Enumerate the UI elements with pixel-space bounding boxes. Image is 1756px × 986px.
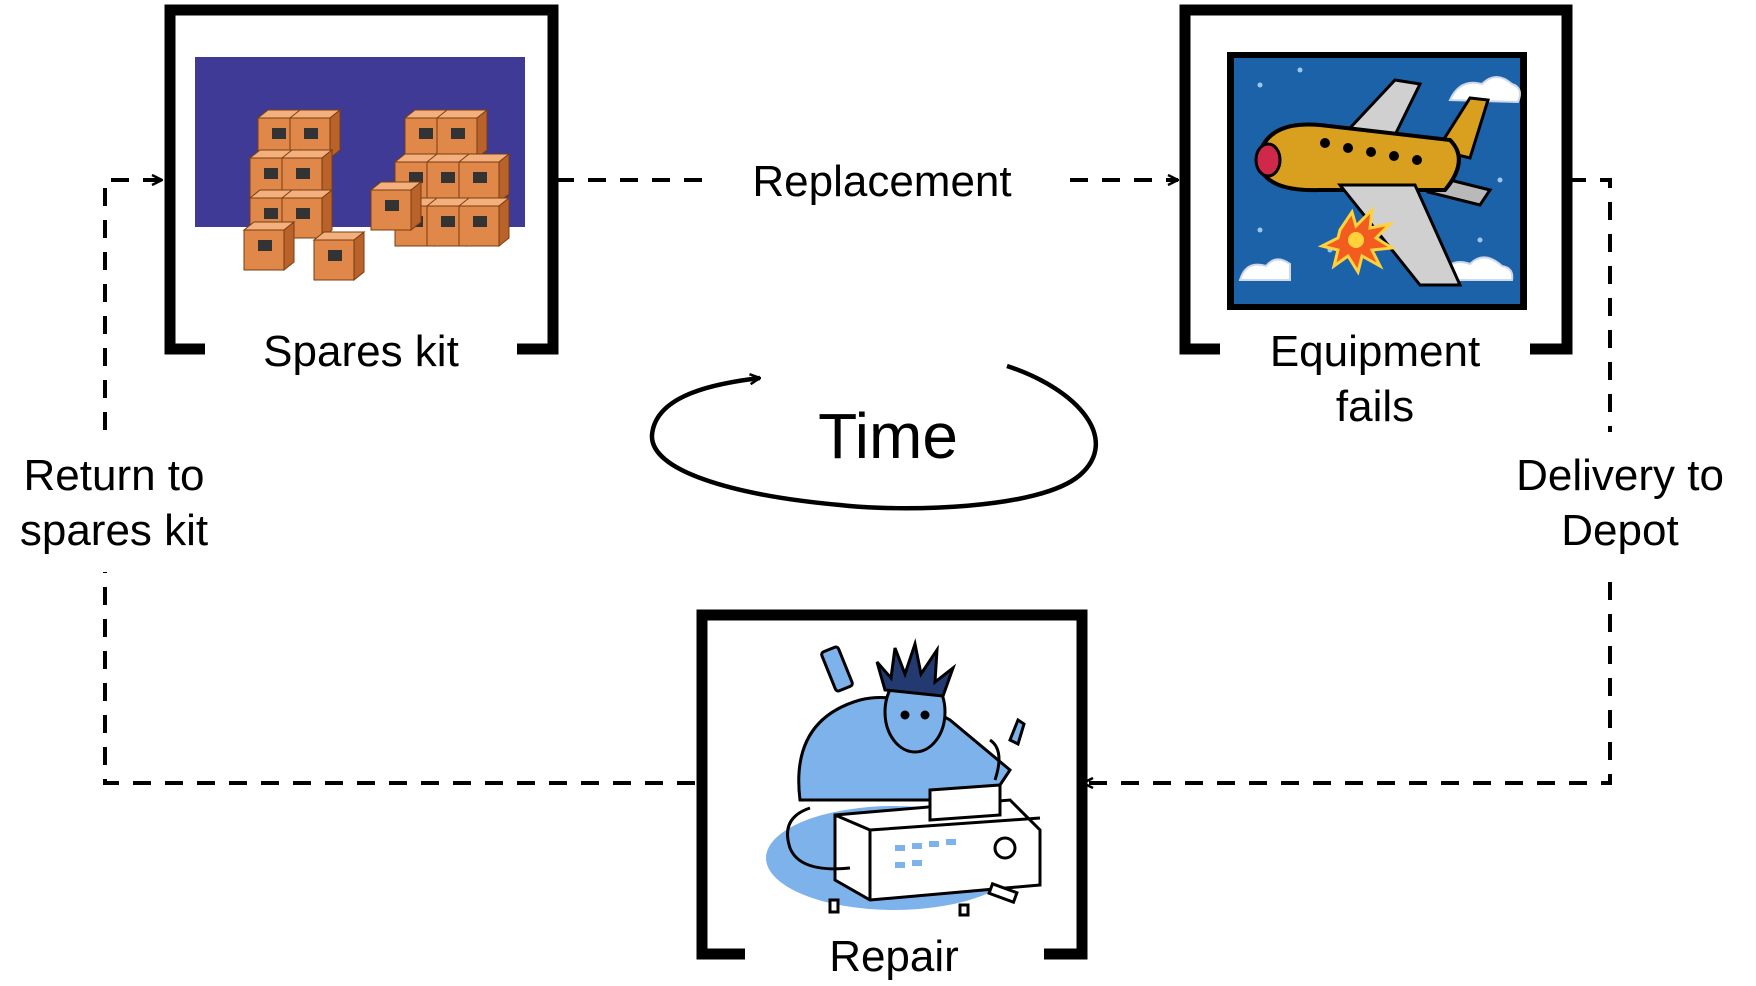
spares-kit-label: Spares kit <box>263 327 459 376</box>
shipping-box <box>457 152 511 204</box>
stacked-boxes-icon <box>195 57 525 282</box>
return-connector <box>103 180 695 785</box>
repair-node: Repair <box>696 609 1088 981</box>
repair-frame <box>696 609 1088 960</box>
spares-kit-node: Spares kit <box>164 4 559 376</box>
time-cycle-arrow <box>649 363 1099 511</box>
technician-repair-icon <box>766 638 1042 917</box>
return-label-line-2: spares kit <box>20 506 208 555</box>
spares-kit-frame <box>164 4 559 355</box>
return-label-line-1: Return to <box>24 451 205 500</box>
delivery-connector <box>1083 178 1612 783</box>
shipping-box <box>369 180 423 232</box>
equipment-fails-label-line-2: fails <box>1336 382 1414 431</box>
shipping-box <box>242 220 296 272</box>
delivery-label-line-1: Delivery to <box>1516 451 1724 500</box>
repair-label: Repair <box>829 932 959 981</box>
equipment-fails-label-line-1: Equipment <box>1270 327 1480 376</box>
shipping-box <box>312 230 366 282</box>
time-label: Time <box>818 400 958 472</box>
delivery-label-line-2: Depot <box>1561 506 1678 555</box>
shipping-box <box>457 196 511 248</box>
equipment-fails-node: Equipment fails <box>1179 4 1573 431</box>
failing-airplane-icon <box>1227 52 1527 310</box>
shipping-box <box>435 108 489 160</box>
equipment-fails-frame <box>1179 4 1573 355</box>
replacement-label: Replacement <box>752 157 1011 206</box>
